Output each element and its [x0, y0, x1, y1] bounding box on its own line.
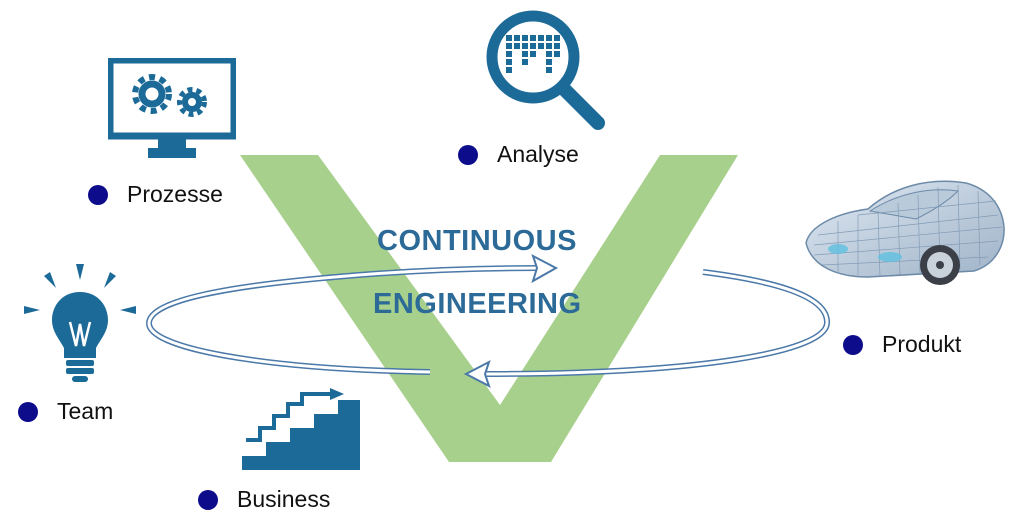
node-prozesse-label: Prozesse	[127, 181, 223, 207]
node-analyse-label: Analyse	[497, 141, 579, 167]
magnifier-data-icon	[486, 10, 605, 130]
node-team: Team	[18, 398, 113, 425]
cycle-loop	[145, 265, 831, 377]
title-line-2: ENGINEERING	[373, 288, 582, 320]
lightbulb-icon	[24, 264, 136, 382]
bullet-dot	[88, 184, 108, 205]
cycle-arrow-right	[531, 253, 559, 284]
title-line-1: CONTINUOUS	[377, 225, 577, 257]
bullet-dot	[198, 489, 218, 510]
bullet-dot	[18, 401, 38, 422]
node-produkt: Produkt	[843, 331, 961, 358]
cycle-arrow-left	[463, 359, 491, 389]
car-wireframe-icon	[805, 180, 1005, 285]
node-business: Business	[198, 486, 330, 513]
monitor-gears-icon	[108, 58, 236, 158]
node-team-label: Team	[57, 398, 114, 424]
node-analyse: Analyse	[458, 141, 579, 168]
bullet-dot	[843, 334, 863, 355]
node-business-label: Business	[237, 486, 331, 512]
bullet-dot	[458, 144, 478, 165]
stairs-arrow-icon	[242, 388, 360, 470]
node-prozesse: Prozesse	[88, 181, 223, 208]
node-produkt-label: Produkt	[882, 331, 962, 357]
v-shape	[240, 155, 738, 462]
